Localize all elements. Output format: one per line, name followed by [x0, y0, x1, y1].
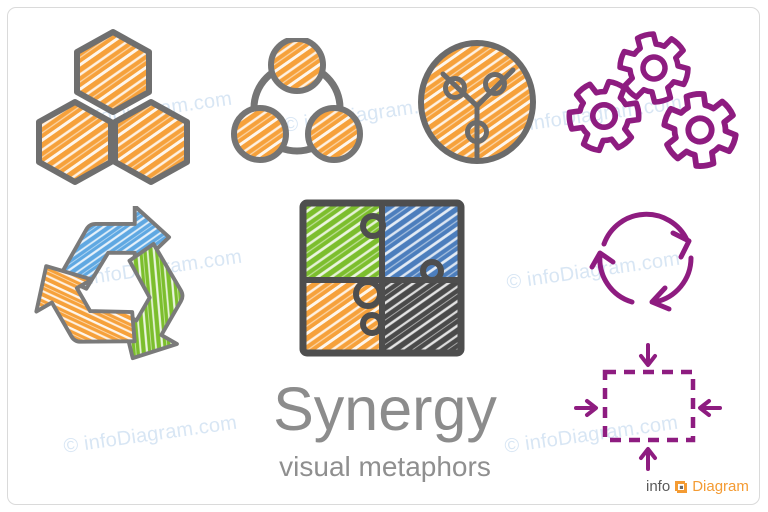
- page-title: Synergy: [273, 375, 497, 443]
- puzzle-logo-icon: [675, 480, 688, 493]
- cycle-arrows-icon: [589, 211, 694, 312]
- page-subtitle: visual metaphors: [279, 451, 491, 482]
- gears-icon: [558, 18, 753, 178]
- puzzle-square-icon: [299, 199, 465, 357]
- brand-diagram-text: Diagram: [692, 478, 749, 495]
- puzzle-sphere-icon: [418, 40, 536, 164]
- hexagon-cluster-icon: [36, 29, 190, 185]
- brand-logo: info Diagram: [646, 478, 749, 495]
- brand-info-text: info: [646, 478, 671, 495]
- recycle-arrows-icon: [34, 206, 185, 361]
- converging-arrows-icon: [574, 343, 722, 471]
- slide-border: [7, 7, 760, 505]
- connected-circles-icon: [231, 38, 363, 163]
